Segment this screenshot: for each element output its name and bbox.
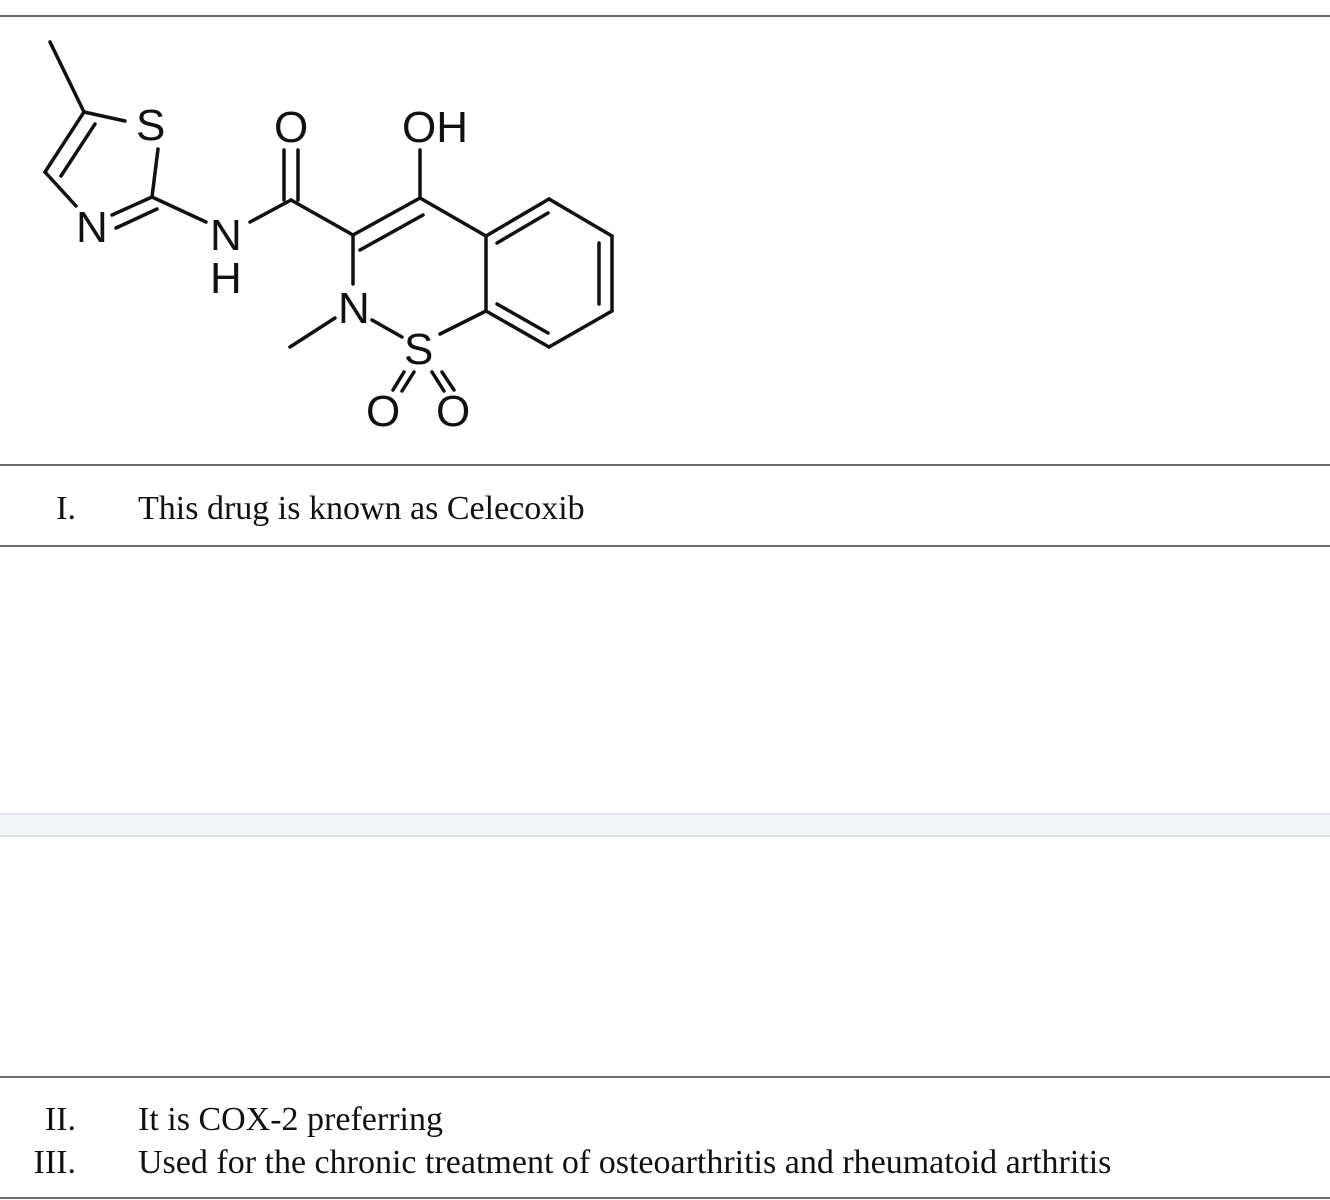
atom-s-ring: S — [404, 325, 433, 374]
top-rule — [0, 15, 1330, 17]
atom-n-amide: N — [210, 211, 242, 260]
statement-1-text: This drug is known as Celecoxib — [138, 490, 585, 527]
statement-2: II. It is COX-2 preferring — [0, 1103, 1330, 1143]
atom-o-sulfonyl-right: O — [436, 387, 470, 436]
atom-s-thiazole: S — [136, 101, 165, 150]
atom-o-sulfonyl-left: O — [366, 387, 400, 436]
statement-3-text: Used for the chronic treatment of osteoa… — [138, 1144, 1112, 1181]
separator-line-bottom — [0, 835, 1330, 837]
atom-n-ring: N — [338, 284, 370, 333]
statement-2-text: It is COX-2 preferring — [138, 1101, 443, 1138]
statement-1-bottom-rule — [0, 545, 1330, 547]
statement-3-numeral: III. — [33, 1144, 76, 1181]
statement-2-numeral: II. — [44, 1101, 76, 1138]
atom-oh: OH — [402, 103, 468, 152]
atom-n-thiazole: N — [76, 203, 108, 252]
atom-h-amide: H — [210, 254, 242, 303]
chemical-structure: S N N H O OH N S O O — [43, 40, 614, 436]
statement-1-numeral: I. — [56, 490, 76, 527]
structure-bottom-rule — [0, 464, 1330, 466]
statement-1: I. This drug is known as Celecoxib — [0, 492, 1330, 532]
statements-top-rule — [0, 1076, 1330, 1078]
statement-3: III. Used for the chronic treatment of o… — [0, 1146, 1330, 1186]
bottom-rule — [0, 1197, 1330, 1199]
section-separator-band — [0, 815, 1330, 835]
atom-o-carbonyl: O — [274, 103, 308, 152]
separator-line-top — [0, 813, 1330, 815]
